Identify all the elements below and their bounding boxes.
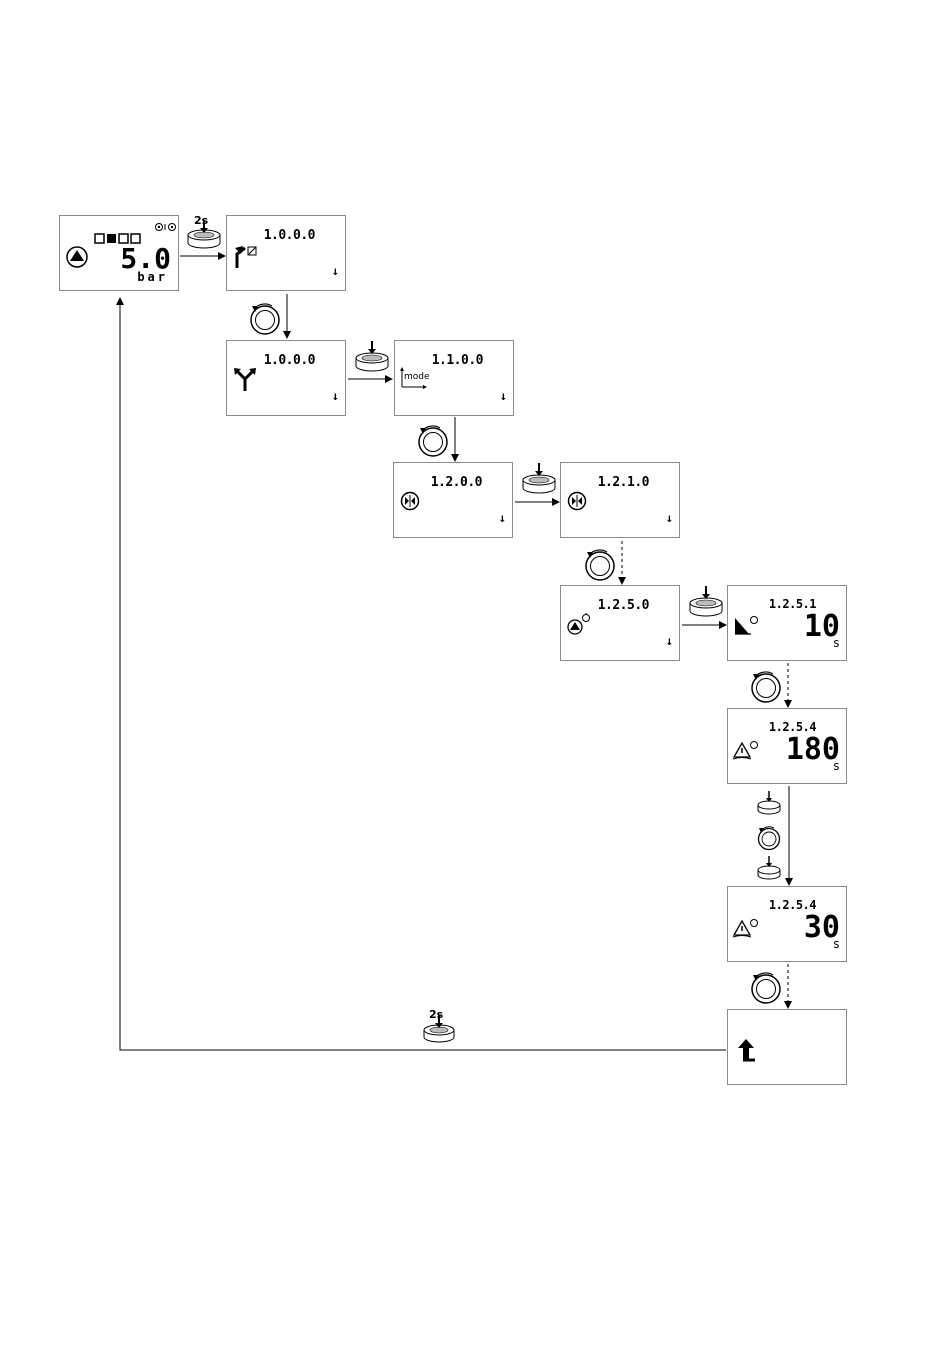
screen-code: 1.0.0.0 xyxy=(264,228,315,243)
rotary-knob-icon xyxy=(248,299,282,337)
screen-1251: 1.2.5.1 10 s xyxy=(727,585,847,661)
push-button-icon xyxy=(354,339,390,373)
push-button-icon xyxy=(756,855,782,881)
rotary-knob-icon xyxy=(756,823,782,851)
settings-small-icon xyxy=(155,222,177,232)
rotary-knob-icon xyxy=(749,667,783,705)
screen-1000-b: 1.0.0.0 ↓ xyxy=(226,340,346,416)
mode-label: mode xyxy=(404,372,430,382)
dry-run-timer-icon xyxy=(732,917,760,939)
return-arrow-icon: ↓ xyxy=(499,511,506,525)
screen-return xyxy=(727,1009,847,1085)
dry-run-timer-icon xyxy=(732,739,760,761)
rotary-knob-icon xyxy=(749,968,783,1006)
menu-entry-icon xyxy=(233,244,259,270)
return-arrow-icon: ↓ xyxy=(500,389,507,403)
push-button-icon xyxy=(422,1010,456,1044)
pressure-control-icon xyxy=(567,491,587,511)
return-up-icon xyxy=(736,1038,756,1062)
branch-icon xyxy=(233,367,257,393)
push-button-icon xyxy=(186,216,222,250)
pump-timer-icon xyxy=(566,612,592,636)
screen-unit: s xyxy=(833,759,840,773)
push-button-icon xyxy=(521,461,557,495)
return-arrow-icon: ↓ xyxy=(666,511,673,525)
screen-1200: 1.2.0.0 ↓ xyxy=(393,462,513,538)
main-screen: 5.0 bar xyxy=(59,215,179,291)
screen-1000-a: 1.0.0.0 ↓ xyxy=(226,215,346,291)
screen-code: 1.1.0.0 xyxy=(432,353,483,368)
main-unit: bar xyxy=(137,270,168,284)
screen-code: 1.0.0.0 xyxy=(264,353,315,368)
screen-1210: 1.2.1.0 ↓ xyxy=(560,462,680,538)
pump-icon xyxy=(66,246,88,268)
screen-code: 1.2.0.0 xyxy=(431,475,482,490)
screen-code: 1.2.5.0 xyxy=(598,598,649,613)
push-button-icon xyxy=(688,584,724,618)
rotary-knob-icon xyxy=(583,545,617,583)
screen-unit: s xyxy=(833,636,840,650)
rotary-knob-icon xyxy=(416,421,450,459)
return-arrow-icon: ↓ xyxy=(332,389,339,403)
return-arrow-icon: ↓ xyxy=(666,634,673,648)
screen-1250: 1.2.5.0 ↓ xyxy=(560,585,680,661)
screen-code: 1.2.1.0 xyxy=(598,475,649,490)
ramp-timer-icon xyxy=(733,614,759,636)
return-arrow-icon: ↓ xyxy=(332,264,339,278)
push-button-icon xyxy=(756,790,782,816)
screen-1254-b: 1.2.5.4 30 s xyxy=(727,886,847,962)
screen-1254-a: 1.2.5.4 180 s xyxy=(727,708,847,784)
pressure-control-icon xyxy=(400,491,420,511)
screen-unit: s xyxy=(833,937,840,951)
screen-1100: 1.1.0.0 mode ↓ xyxy=(394,340,514,416)
